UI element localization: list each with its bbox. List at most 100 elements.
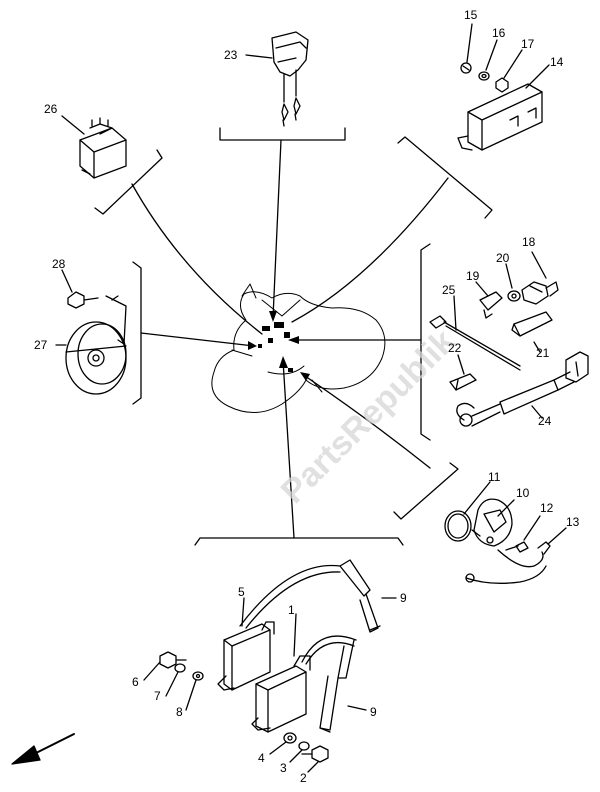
callout-17: 17 [521,37,535,51]
leader-25 [453,295,457,331]
bracket-top-right [397,136,493,219]
callout-13: 13 [566,515,580,529]
igniter-unit-14 [457,83,543,151]
callout-24: 24 [538,414,552,428]
front-direction-arrow-icon [11,733,75,765]
callout-23: 23 [224,48,238,62]
leader-13 [547,527,567,545]
leader-14 [525,64,550,89]
leader-9-lower [347,705,367,711]
battery-lead-24 [456,351,589,427]
washer-3 [298,741,310,751]
callout-18: 18 [522,235,536,249]
leader-15 [466,23,473,63]
callout-28: 28 [52,257,66,271]
callout-7: 7 [154,689,161,703]
bolt-6 [159,651,187,669]
leader-8 [185,679,197,711]
leader-23 [245,54,273,59]
callout-9-lower: 9 [370,705,377,719]
washer-4 [283,732,297,744]
bolt-2 [301,745,329,763]
callout-6: 6 [132,675,139,689]
bolt-15 [460,62,472,74]
callout-4: 4 [258,751,265,765]
washer-16 [478,71,490,81]
leader-17 [503,49,523,79]
leader-3 [289,749,303,763]
clamp-22 [449,373,477,391]
o-ring-11 [444,510,472,542]
bracket-19 [479,291,503,319]
bracket-top-center [219,127,346,141]
bracket-left [132,261,142,405]
motorcycle-frame [211,283,386,413]
callout-16: 16 [492,26,506,40]
callout-12: 12 [540,501,554,515]
callout-19: 19 [466,269,480,283]
leader-16 [485,39,498,71]
lead-wire-13 [465,541,551,584]
nut-17 [495,77,509,93]
callout-2: 2 [300,771,307,785]
washer-20 [507,290,521,302]
leader-lines [131,139,449,539]
callout-11: 11 [488,470,501,484]
bracket-right [420,243,431,441]
callout-5: 5 [238,585,245,599]
leader-6 [143,661,161,681]
clamp-21 [511,311,553,337]
leader-21 [533,341,541,353]
leader-12 [523,515,541,541]
leader-18 [531,251,547,279]
leader-28 [61,269,73,293]
washer-8 [192,671,204,681]
callout-22: 22 [448,341,462,355]
washer-7 [174,663,186,673]
leader-10 [497,499,515,517]
leader-26 [61,115,85,135]
callout-26: 26 [44,102,58,116]
leader-11 [463,481,491,515]
leader-2 [307,761,319,773]
plug-lead-9-upper [339,559,381,633]
ignition-coil-1 [251,635,357,733]
connector-23 [271,31,309,103]
callout-3: 3 [280,761,287,775]
sensor-10 [471,498,513,547]
leader-arrowheads [248,311,310,381]
callout-14: 14 [550,55,564,69]
leader-20 [505,263,513,289]
leader-19 [475,281,489,297]
ignition-coil-5 [217,564,341,691]
leader-4 [269,741,287,755]
bolt-28 [67,291,99,309]
plug-terminal-23a [281,103,289,127]
switch-18 [521,281,559,305]
bracket-lower-right [393,462,459,520]
frame-mount-points [258,322,293,372]
callout-21: 21 [536,346,550,360]
cable-tie-25 [429,315,521,371]
callout-8: 8 [176,705,183,719]
watermark-text: PartsRepublik [274,322,463,511]
callout-27: 27 [34,338,48,352]
leader-5 [241,597,245,627]
bracket-bottom [194,537,404,546]
bracket-top-left [94,149,163,215]
callout-15: 15 [464,8,478,22]
callout-9-upper: 9 [400,591,407,605]
callout-25: 25 [442,283,456,297]
horn-27 [65,295,127,395]
callout-10: 10 [516,486,530,500]
plug-terminal-23b [293,97,301,121]
relay-26 [79,117,127,179]
callout-20: 20 [496,251,510,265]
leader-24 [531,405,543,419]
screw-12 [505,541,529,553]
callout-1: 1 [288,603,295,617]
leader-1 [293,613,297,657]
plug-lead-9-lower [319,639,355,733]
